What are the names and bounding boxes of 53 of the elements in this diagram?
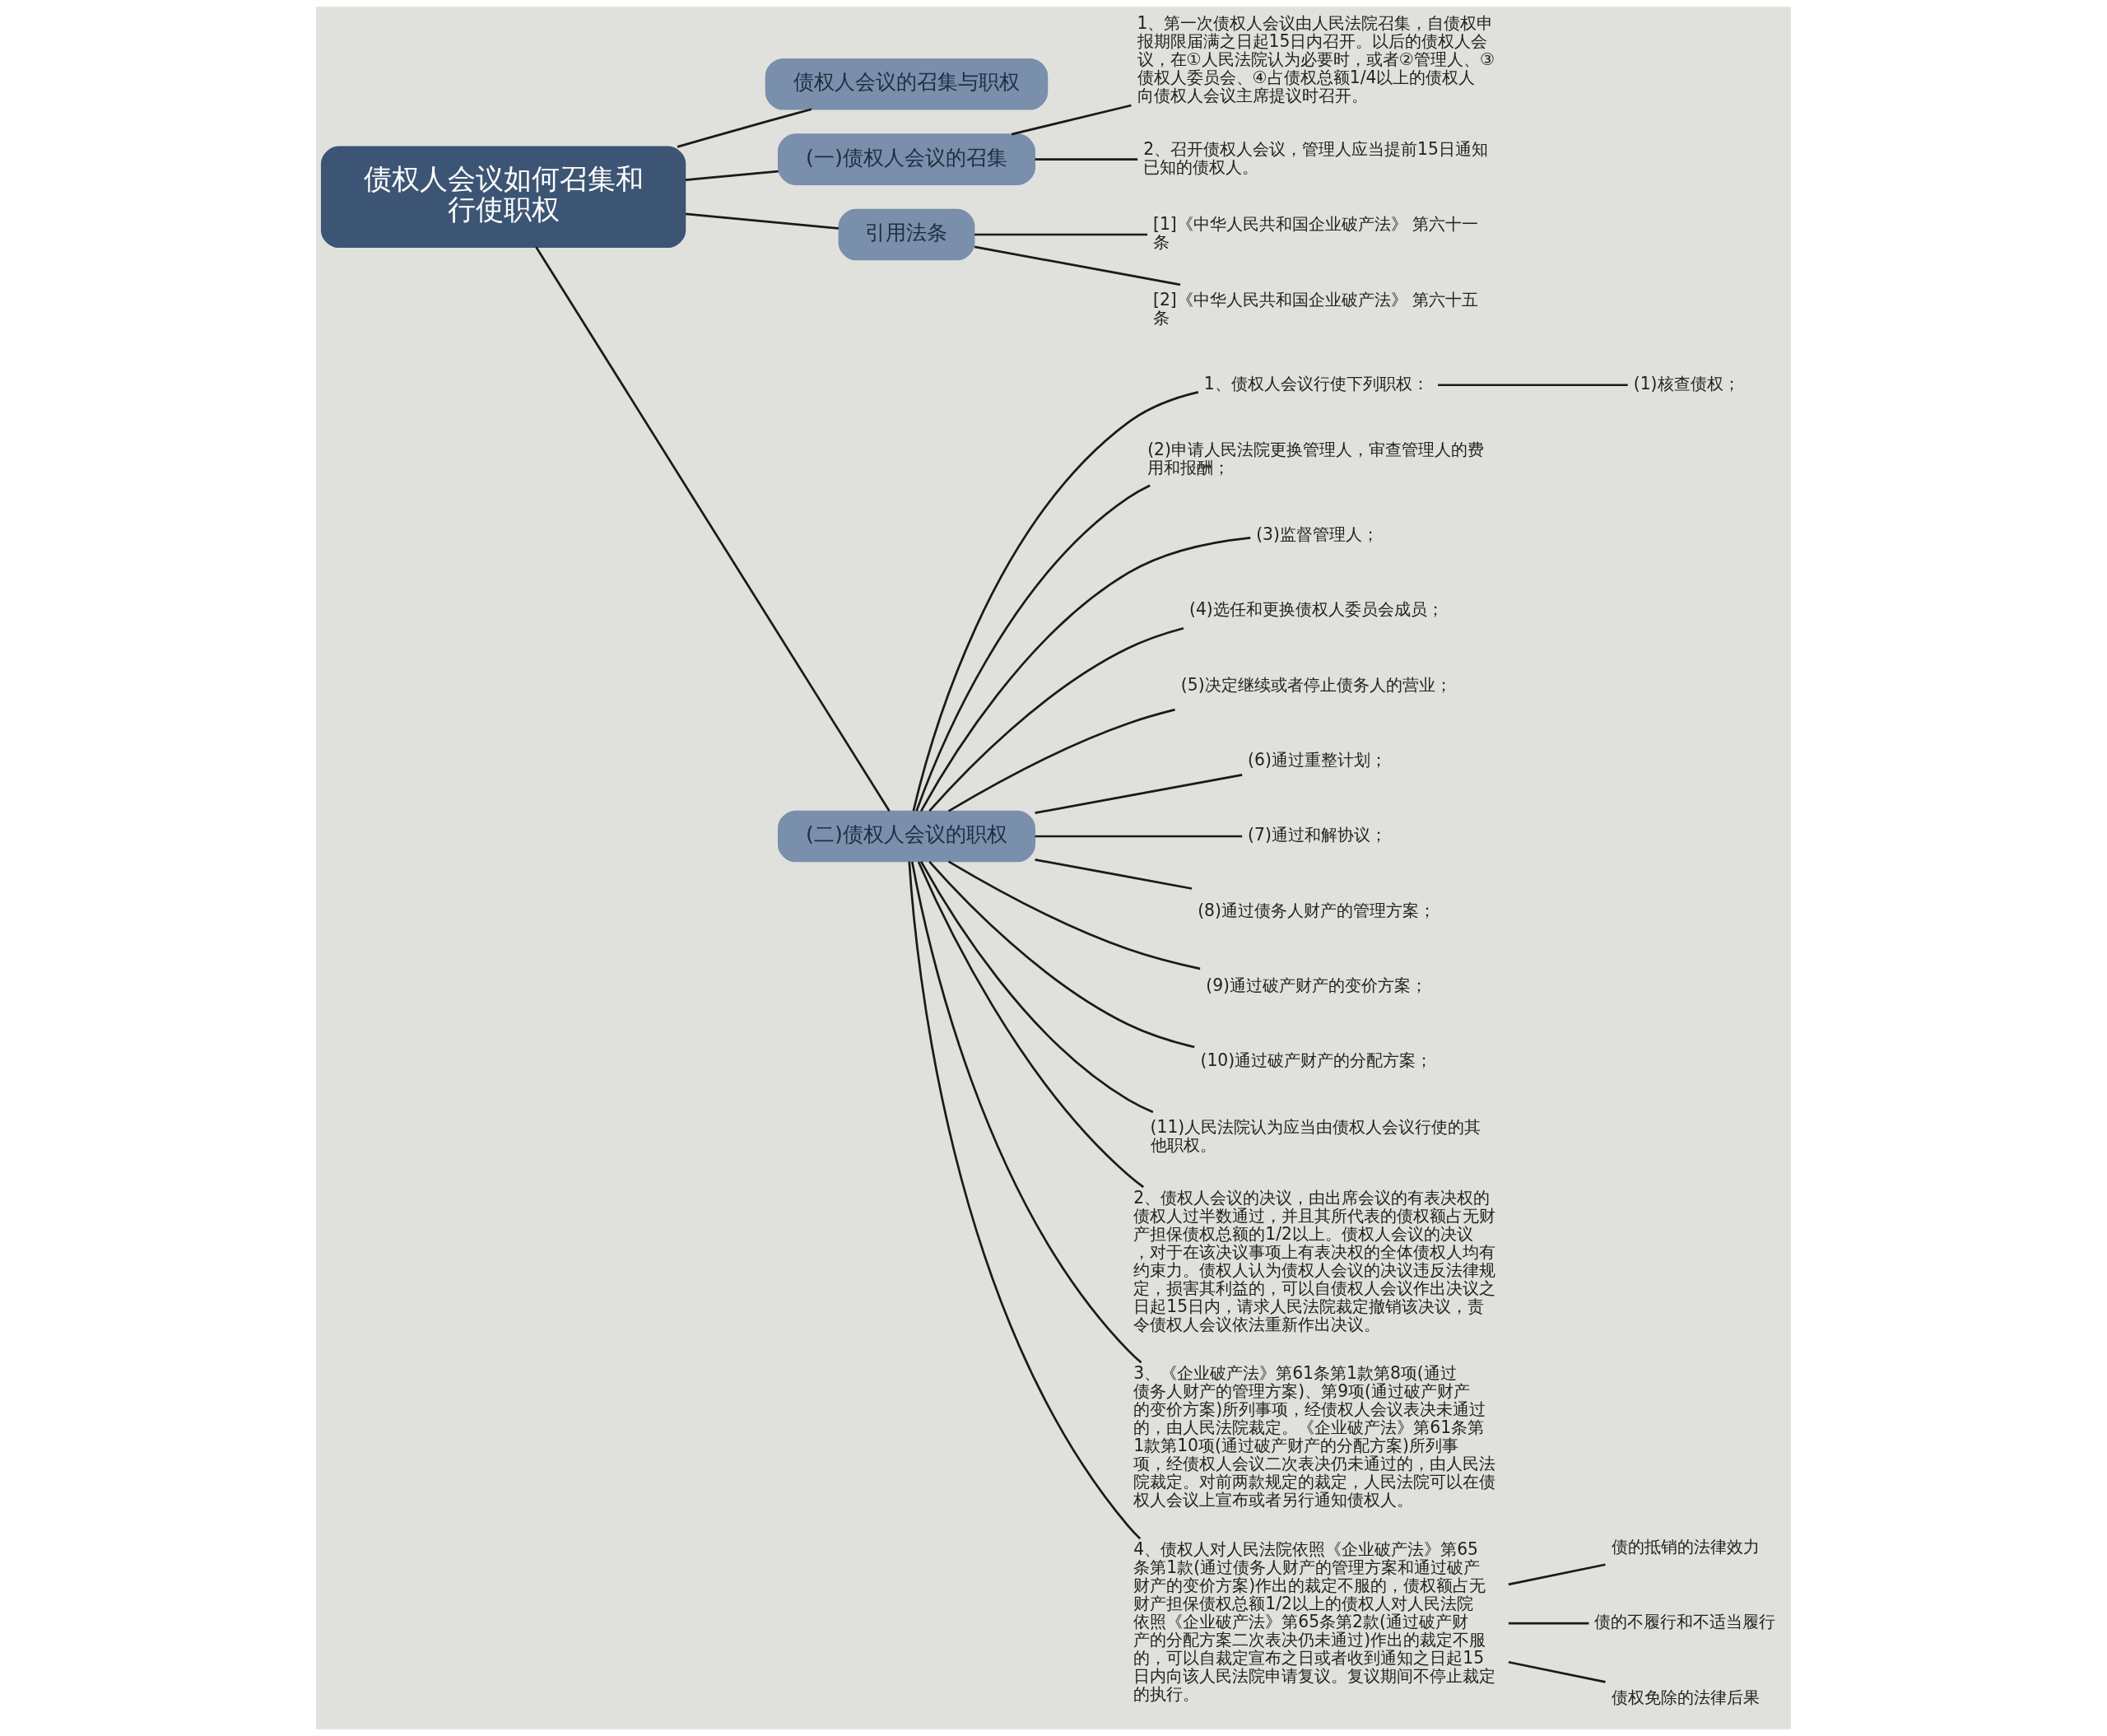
node-box: 引用法条 bbox=[838, 208, 975, 261]
connector bbox=[915, 484, 1151, 812]
connector bbox=[535, 246, 891, 812]
node-box: (二)债权人会议的职权 bbox=[777, 810, 1035, 863]
node-text: 1、第一次债权人会议由人民法院召集，自债权申报期限届满之日起15日内召开。以后的债权人会议，在①人民法院认为必要时，或者②管理人、③债权人委员会、④占债权总额1/4以上的债权人向债权人会议主席提议时召开。 bbox=[1137, 12, 1495, 105]
node-text: (10)通过破产财产的分配方案； bbox=[1200, 1050, 1433, 1071]
node-box: 债权人会议的召集与职权 bbox=[765, 58, 1049, 110]
node-text: (1)核查债权； bbox=[1633, 373, 1740, 393]
connector bbox=[912, 391, 1199, 812]
node-text: (2)申请人民法院更换管理人，审查管理人的费用和报酬； bbox=[1147, 440, 1484, 478]
node-text: [1]《中华人民共和国企业破产法》 第六十一条 bbox=[1152, 214, 1479, 253]
connector bbox=[947, 708, 1175, 812]
connector bbox=[947, 860, 1201, 970]
connector bbox=[1035, 158, 1138, 161]
connector bbox=[685, 212, 839, 230]
node-text: 债的不履行和不适当履行 bbox=[1594, 1612, 1776, 1632]
connector bbox=[1035, 773, 1243, 814]
connector bbox=[1508, 1563, 1606, 1586]
node-text: 3、《企业破产法》第61条第1款第8项(通过债务人财产的管理方案)、第9项(通过破产财产的变价方案)所列事项，经债权人会议表决未通过的，由人民法院裁定。《企业破产法》第61条第1款第10项(通过破产财产的分配方案)所列事项，经债权人会议二次表决仍未通过的，由人民法院裁定。对前两款规定的裁定，人民法院可以在债权人会议上宣布或者另行通知债权人。 bbox=[1133, 1363, 1496, 1510]
node-text: (3)监督管理人； bbox=[1256, 524, 1379, 544]
node-text: (11)人民法院认为应当由债权人会议行使的其他职权。 bbox=[1150, 1116, 1481, 1155]
node-box: 债权人会议如何召集和行使职权 bbox=[320, 146, 686, 249]
connector bbox=[1011, 104, 1132, 136]
connector bbox=[928, 860, 1195, 1049]
node-text: (7)通过和解协议； bbox=[1248, 825, 1387, 845]
node-text: 债权免除的法律后果 bbox=[1611, 1687, 1760, 1707]
node-text: [2]《中华人民共和国企业破产法》 第六十五条 bbox=[1152, 289, 1479, 328]
node-box: (一)债权人会议的召集 bbox=[777, 133, 1035, 185]
connector bbox=[1508, 1660, 1606, 1683]
node-text: 2、召开债权人会议，管理人应当提前15日通知已知的债权人。 bbox=[1143, 138, 1488, 177]
connector bbox=[974, 233, 1148, 236]
node-text: 4、债权人对人民法院依照《企业破产法》第65条第1款(通过债务人财产的管理方案和通过破产财产的变价方案)作出的裁定不服的，债权额占无财产担保债权总额1/2以上的债权人对人民法院依照《企业破产法》第65条第2款(通过破产财产的分配方案二次表决仍未通过)作出的裁定不服的，可以自裁定宣布之日或者收到通知之日起15日内向该人民法院申请复议。复议期间不停止裁定的执行。 bbox=[1133, 1539, 1496, 1705]
node-text: (5)决定继续或者停止债务人的营业； bbox=[1180, 674, 1452, 695]
connector bbox=[1035, 859, 1193, 890]
connector bbox=[919, 537, 1251, 812]
connector bbox=[685, 170, 779, 181]
connector bbox=[974, 245, 1181, 286]
node-text: 债的抵销的法律效力 bbox=[1611, 1536, 1760, 1557]
connector bbox=[1508, 1622, 1589, 1625]
connector bbox=[919, 860, 1154, 1114]
node-text: 1、债权人会议行使下列职权： bbox=[1203, 373, 1429, 393]
connector bbox=[1438, 384, 1628, 387]
connector bbox=[917, 861, 1145, 1189]
node-text: (8)通过债务人财产的管理方案； bbox=[1198, 900, 1435, 920]
node-text: 2、债权人会议的决议，由出席会议的有表决权的债权人过半数通过，并且其所代表的债权额占无财产担保债权总额的1/2以上。债权人会议的决议，对于在该决议事项上有表决权的全体债权人均有约束力。债权人认为债权人会议的决议违反法律规定，损害其利益的，可以自债权人会议作出决议之日起15日内，请求人民法院裁定撤销该决议，责令债权人会议依法重新作出决议。 bbox=[1133, 1188, 1496, 1335]
node-text: (9)通过破产财产的变价方案； bbox=[1206, 975, 1428, 995]
connector bbox=[928, 627, 1184, 812]
connector bbox=[911, 861, 1142, 1364]
node-text: (6)通过重整计划； bbox=[1248, 749, 1387, 770]
connector bbox=[908, 861, 1142, 1540]
node-text: (4)选任和更换债权人委员会成员； bbox=[1188, 599, 1444, 620]
connector bbox=[677, 108, 812, 148]
connector bbox=[1035, 835, 1243, 838]
